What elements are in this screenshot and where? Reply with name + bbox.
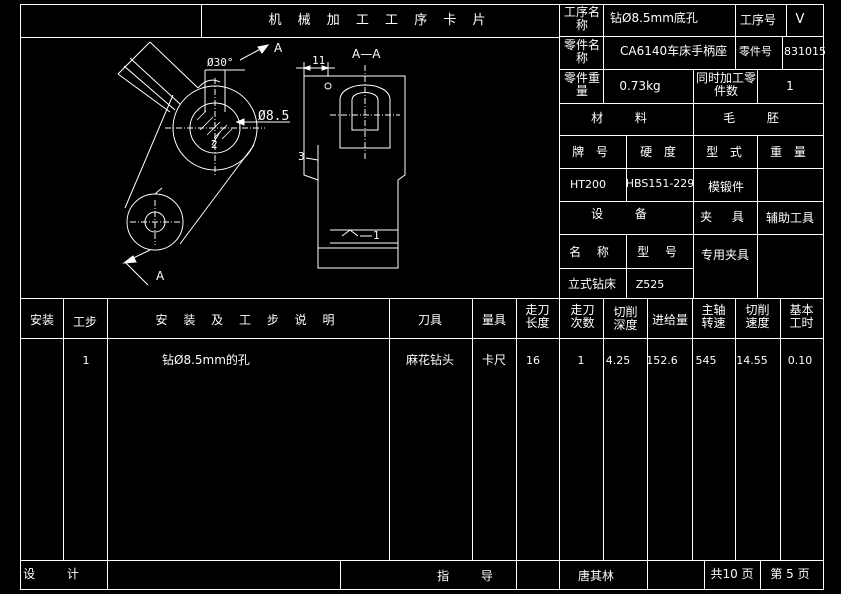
callout-3: 3 (298, 150, 305, 163)
section-arrow-a-bottom: A (156, 269, 165, 283)
fixture-label: 夹 具 (700, 210, 752, 224)
part-weight-label: 零件重量 (563, 71, 600, 98)
col-header-description: 安 装 及 工 步 说 明 (155, 313, 341, 327)
equipment-name-label: 名 称 (569, 245, 615, 259)
grade-label: 牌 号 (572, 145, 612, 159)
process-no-label: 工序号 (740, 13, 777, 27)
section-label: A—A (352, 47, 381, 61)
machine-value: 立式钻床 (567, 277, 617, 291)
equipment-model-label: 型 号 (637, 245, 683, 259)
material-label: 材 料 (591, 111, 661, 125)
blank-type-value: 模锻件 (707, 180, 745, 194)
equipment-label: 设 备 (591, 207, 661, 221)
cell-feed-length: 16 (526, 354, 540, 367)
hole-dimension: Ø8.5 (258, 109, 290, 124)
machine-model-value: Z525 (635, 278, 665, 291)
aux-tool-label: 辅助工具 (765, 211, 815, 225)
col-header-passes: 走刀次数 (570, 303, 595, 330)
part-weight-value: 0.73kg (619, 79, 661, 93)
width-dimension: 11 (312, 54, 326, 67)
callout-1: 1 (373, 229, 380, 242)
col-header-install: 安装 (29, 313, 55, 327)
col-header-depth: 切削深度 (613, 305, 638, 332)
cell-cutting-speed: 14.55 (736, 354, 768, 367)
guide-label: 指 导 (437, 569, 507, 583)
part-name-label: 零件名称 (563, 38, 600, 65)
part-drawing (117, 41, 406, 286)
cell-description: 钻Ø8.5mm的孔 (162, 353, 250, 367)
simul-parts-label: 同时加工零件数 (696, 71, 757, 98)
process-name-value: 钻Ø8.5mm底孔 (610, 11, 698, 25)
col-header-cutting-speed: 切削速度 (745, 303, 770, 330)
part-name-value: CA6140车床手柄座 (620, 44, 728, 58)
hardness-value: HBS151-229 (625, 177, 695, 190)
process-no-value: V (795, 12, 805, 27)
part-no-value: 831015 (784, 45, 826, 58)
col-header-spindle-speed: 主轴转速 (701, 303, 726, 330)
process-name-label: 工序名称 (563, 5, 600, 32)
weight-label: 重 量 (770, 145, 810, 159)
cell-spindle-speed: 545 (695, 354, 717, 367)
part-no-label: 零件号 (739, 45, 772, 58)
total-pages: 共10 页 (710, 567, 754, 581)
col-header-step: 工步 (72, 315, 98, 329)
cell-basic-time: 0.10 (787, 354, 813, 367)
col-header-gauge: 量具 (481, 313, 507, 327)
grade-value: HT200 (570, 178, 606, 191)
blank-label: 毛 胚 (723, 111, 793, 125)
hardness-label: 硬 度 (640, 145, 680, 159)
page-number: 第 5 页 (770, 567, 810, 581)
cell-tool: 麻花钻头 (405, 353, 455, 367)
col-header-feed-rate: 进给量 (651, 313, 689, 327)
section-arrow-a-top: A (274, 41, 283, 55)
col-header-basic-time: 基本工时 (789, 303, 814, 330)
callout-2: 2 (211, 138, 218, 151)
col-header-tool: 刀具 (417, 313, 443, 327)
design-label: 设 计 (23, 567, 93, 581)
cell-gauge: 卡尺 (481, 353, 507, 367)
angle-dimension: Ø30° (207, 56, 234, 69)
col-header-feed-length: 走刀长度 (525, 303, 550, 330)
cell-step: 1 (82, 354, 90, 367)
simul-parts-value: 1 (786, 79, 794, 93)
cell-depth: 4.25 (605, 354, 631, 367)
fixture-value: 专用夹具 (700, 248, 750, 262)
type-label: 型 式 (706, 145, 746, 159)
cell-feed-rate: 152.6 (646, 354, 678, 367)
cell-passes: 1 (577, 354, 585, 367)
card-title: 机 械 加 工 工 序 卡 片 (268, 13, 492, 28)
guide-name: 唐其林 (577, 569, 615, 583)
